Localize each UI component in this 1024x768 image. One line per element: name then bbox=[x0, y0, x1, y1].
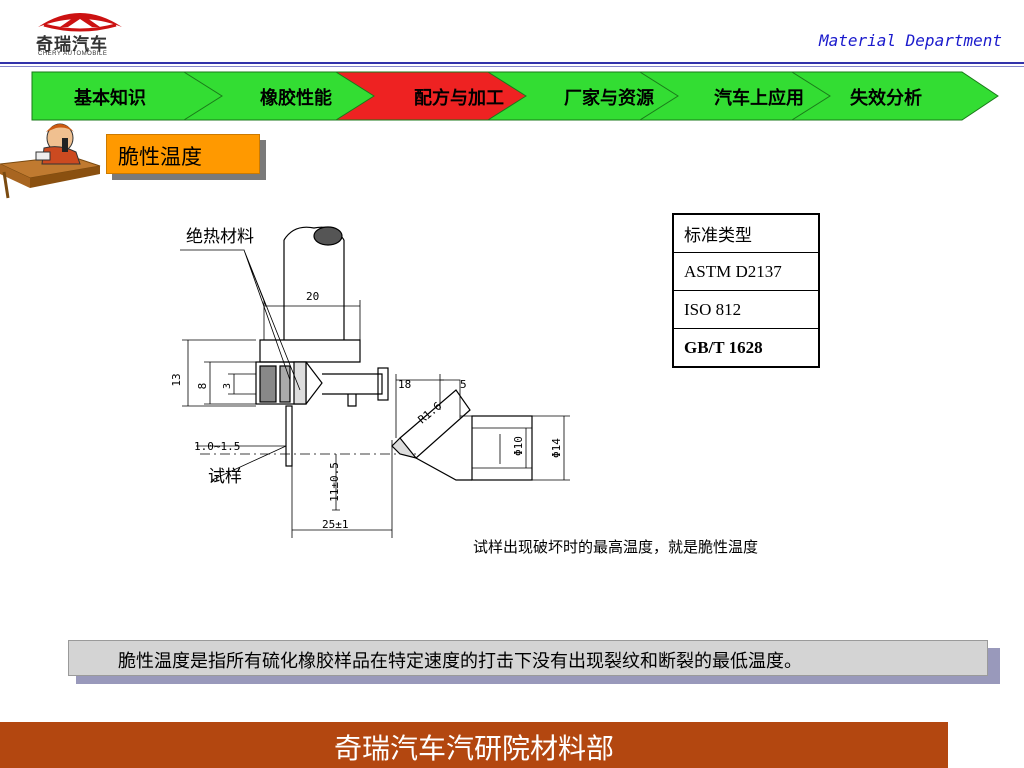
header-divider-thin bbox=[0, 66, 1024, 67]
dim-18: 18 bbox=[398, 378, 411, 391]
nav-tab[interactable]: 橡胶性能 bbox=[260, 88, 332, 109]
department-label: Material Department bbox=[818, 31, 1002, 50]
nav-tab[interactable]: 失效分析 bbox=[850, 88, 922, 109]
logo-english-text: CHERY AUTOMOBILE bbox=[38, 51, 108, 57]
nav-tab[interactable]: 汽车上应用 bbox=[714, 88, 804, 109]
section-title-box bbox=[106, 134, 260, 174]
dim-8: 8 bbox=[196, 383, 209, 390]
dim-25: 25±1 bbox=[322, 518, 349, 531]
dim-13: 13 bbox=[170, 373, 183, 386]
footer-bar bbox=[0, 722, 948, 768]
nav-tab[interactable]: 厂家与资源 bbox=[564, 88, 654, 109]
label-sample: 试样 bbox=[208, 467, 242, 487]
chery-logo-icon bbox=[38, 13, 122, 32]
dim-20: 20 bbox=[306, 290, 319, 303]
table-row: ASTM D2137 bbox=[672, 252, 820, 291]
table-row: 标准类型 bbox=[672, 213, 820, 253]
dim-thickness: 1.0~1.5 bbox=[194, 440, 240, 453]
receptionist-icon bbox=[0, 123, 101, 199]
table-cell: ISO 812 bbox=[672, 290, 820, 329]
brittleness-test-diagram: 绝热材料 试样 20 1.0~1.5 18 5 R1.6 25±1 13 8 3… bbox=[170, 226, 570, 538]
footer-text: 奇瑞汽车汽研院材料部 bbox=[333, 732, 614, 765]
definition-text: 脆性温度是指所有硫化橡胶样品在特定速度的打击下没有出现裂纹和断裂的最低温度。 bbox=[118, 651, 802, 672]
logo-chinese-text: 奇瑞汽车 bbox=[36, 35, 108, 55]
label-insulation: 绝热材料 bbox=[186, 227, 254, 247]
nav-bar bbox=[31, 71, 999, 121]
nav-tab[interactable]: 配方与加工 bbox=[414, 88, 504, 109]
table-row: ISO 812 bbox=[672, 290, 820, 329]
dim-11: 11±0.5 bbox=[328, 462, 341, 502]
dim-5: 5 bbox=[460, 378, 467, 391]
table-cell: ASTM D2137 bbox=[672, 252, 820, 291]
standards-table: 标准类型 ASTM D2137 ISO 812 GB/T 1628 bbox=[672, 213, 820, 368]
table-cell: GB/T 1628 bbox=[672, 328, 820, 368]
table-header-cell: 标准类型 bbox=[672, 213, 820, 253]
diagram-caption: 试样出现破坏时的最高温度，就是脆性温度 bbox=[473, 538, 759, 556]
dim-phi14: Φ14 bbox=[550, 438, 563, 458]
definition-box bbox=[68, 640, 988, 676]
nav-tab[interactable]: 基本知识 bbox=[74, 88, 146, 109]
section-title: 脆性温度 bbox=[118, 145, 202, 169]
header-divider bbox=[0, 62, 1024, 64]
dim-3: 3 bbox=[222, 383, 233, 389]
dim-phi10: Φ10 bbox=[512, 436, 525, 456]
nav-tab-shape[interactable] bbox=[790, 71, 999, 121]
table-row: GB/T 1628 bbox=[672, 328, 820, 368]
